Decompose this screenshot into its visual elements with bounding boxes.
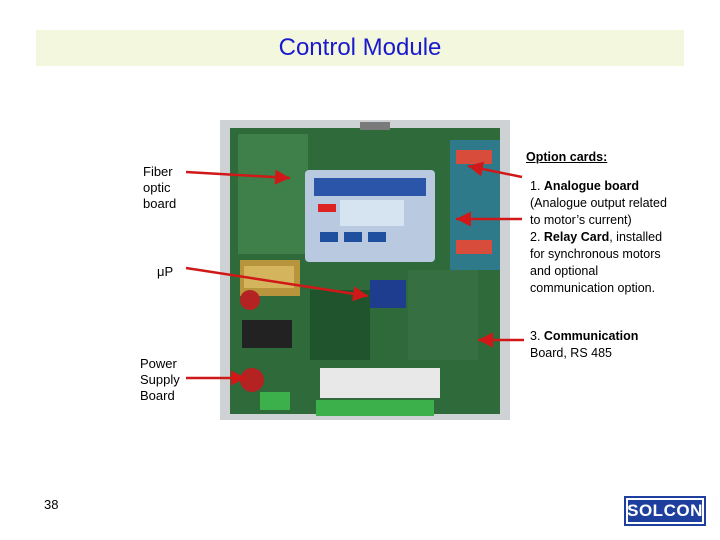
slide-title: Control Module: [278, 34, 442, 61]
option-list: 1. Analogue board (Analogue output relat…: [530, 179, 667, 295]
control-module-photo: [220, 120, 510, 420]
fiber-line-2: optic: [143, 180, 171, 195]
fiber-optic-label: Fiber optic board: [143, 164, 176, 212]
solcon-logo: SOLCON: [624, 496, 706, 526]
relay-arrow: [467, 161, 523, 179]
communication-item: 3. Communication Board, RS 485: [530, 329, 639, 360]
fiber-arrow: [185, 169, 291, 185]
option-cards-heading: Option cards:: [526, 150, 608, 164]
power-line-1: Power: [140, 356, 177, 371]
fiber-line-3: board: [143, 196, 177, 211]
up-arrow: [185, 266, 369, 302]
communication-board-label: Communication: [543, 329, 639, 343]
analogue-board-label: Analogue board: [543, 179, 640, 193]
fiber-line-1: Fiber: [143, 164, 173, 179]
microprocessor-label: μP: [157, 264, 174, 279]
power-line-2: Supply: [140, 372, 180, 387]
relay-card-label: Relay Card: [543, 230, 610, 244]
page-number: 38: [44, 497, 59, 512]
power-supply-label: Power Supply Board: [140, 356, 180, 404]
title-band: Control Module: [36, 30, 684, 66]
power-line-3: Board: [140, 388, 175, 403]
